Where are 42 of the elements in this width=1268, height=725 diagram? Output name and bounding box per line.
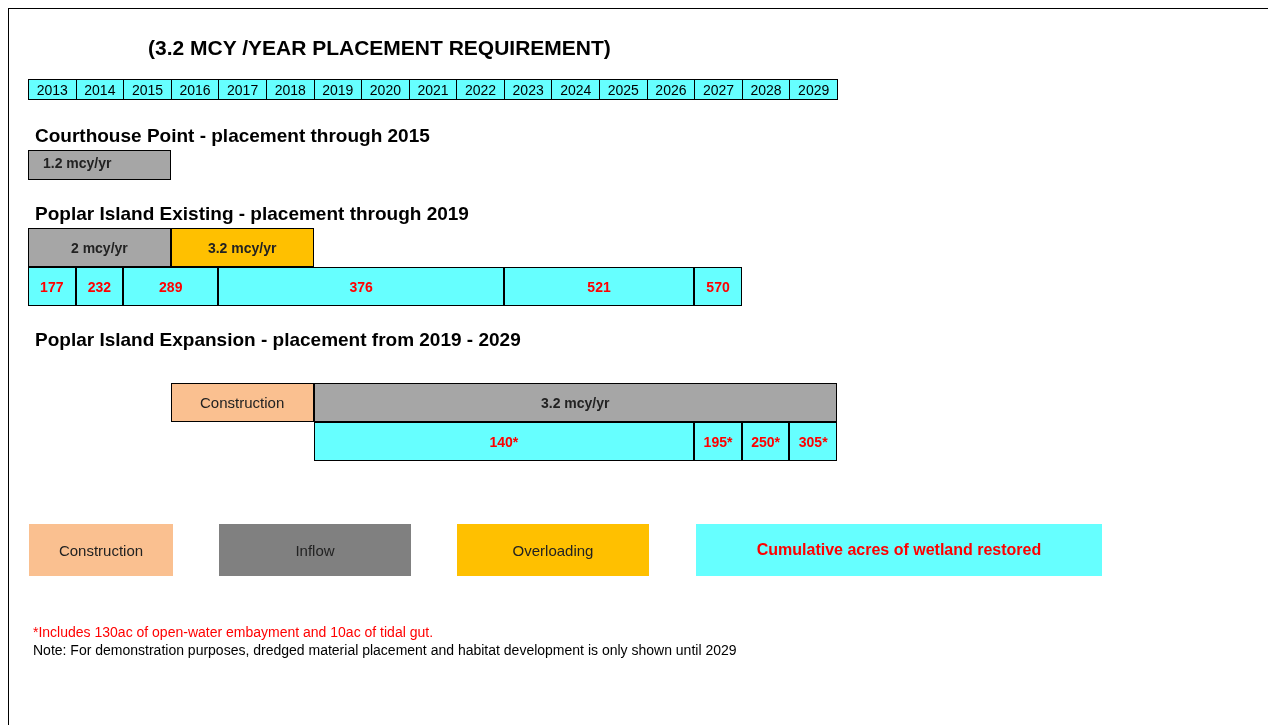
year-cell: 2017 xyxy=(218,79,267,100)
construction-bar: Construction xyxy=(170,383,314,422)
year-cell: 2020 xyxy=(361,79,410,100)
year-cell: 2018 xyxy=(265,79,315,100)
year-cell: 2015 xyxy=(123,79,172,100)
acreage-bar: 570 xyxy=(694,267,742,306)
acreage-bar: 521 xyxy=(503,267,695,306)
acreage-bar: 195* xyxy=(694,422,742,461)
legend-label: Cumulative acres of wetland restored xyxy=(756,541,1042,559)
year-cell: 2025 xyxy=(599,79,648,100)
year-cell: 2014 xyxy=(75,79,125,100)
year-cell: 2023 xyxy=(503,79,553,100)
year-cell: 2027 xyxy=(694,79,743,100)
year-cell: 2019 xyxy=(313,79,363,100)
year-cell: 2021 xyxy=(408,79,458,100)
note-text: Note: For demonstration purposes, dredged material placement and habitat development is only shown until 2029 xyxy=(33,641,738,660)
placement-bar: 1.2 mcy/yr xyxy=(28,150,171,180)
year-cell: 2024 xyxy=(551,79,601,100)
year-cell: 2016 xyxy=(170,79,220,100)
legend-label: Inflow xyxy=(295,541,335,559)
legend-label: Overloading xyxy=(512,541,594,559)
placement-bar: 3.2 mcy/yr xyxy=(313,383,837,422)
year-cell: 2026 xyxy=(646,79,696,100)
acreage-bar: 140* xyxy=(313,422,695,461)
section-heading: Courthouse Point - placement through 2015 xyxy=(35,125,430,147)
legend-label: Construction xyxy=(58,541,144,559)
acreage-bar: 305* xyxy=(789,422,837,461)
placement-bar: 2 mcy/yr xyxy=(28,228,171,267)
year-cell: 2028 xyxy=(741,79,791,100)
acreage-bar: 177 xyxy=(28,267,76,306)
chart-title: (3.2 MCY /YEAR PLACEMENT REQUIREMENT) xyxy=(148,36,611,60)
acreage-bar: 250* xyxy=(741,422,790,461)
acreage-bar: 376 xyxy=(218,267,504,306)
section-heading: Poplar Island Existing - placement through 2019 xyxy=(35,203,469,225)
acreage-bar: 289 xyxy=(123,267,219,306)
section-heading: Poplar Island Expansion - placement from 2019 - 2029 xyxy=(35,329,521,351)
placement-bar: 3.2 mcy/yr xyxy=(170,228,314,267)
footnote: *Includes 130ac of open-water embayment and 10ac of tidal gut. xyxy=(33,624,434,640)
year-cell: 2029 xyxy=(789,79,838,100)
acreage-bar: 232 xyxy=(75,267,124,306)
year-cell: 2013 xyxy=(28,79,77,100)
year-cell: 2022 xyxy=(456,79,505,100)
